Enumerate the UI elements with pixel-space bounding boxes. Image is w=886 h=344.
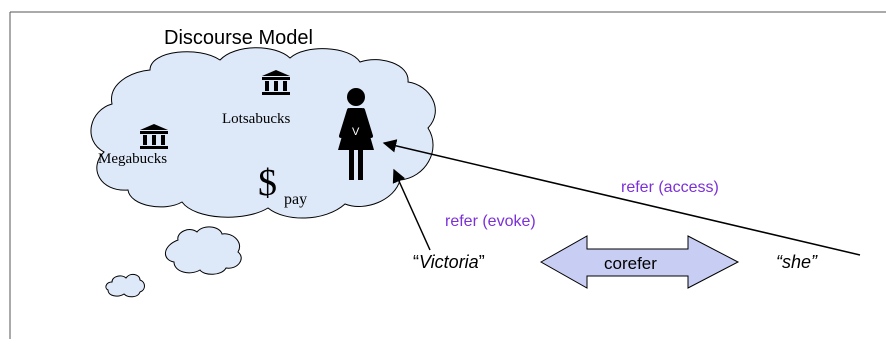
refer-access-arrow — [382, 139, 861, 256]
refer-evoke-arrow — [392, 168, 431, 251]
dollar-subscript: pay — [284, 191, 307, 208]
she-mention: “she” — [776, 252, 818, 272]
lotsabucks-label: Lotsabucks — [222, 111, 290, 127]
person-label: V — [352, 126, 360, 138]
diagram-title: Discourse Model — [164, 27, 313, 49]
refer-evoke-label: refer (evoke) — [445, 213, 536, 230]
dollar-symbol: $ — [258, 162, 277, 204]
corefer-double-arrow — [539, 235, 740, 289]
corefer-label: corefer — [604, 254, 657, 273]
megabucks-label: Megabucks — [98, 151, 167, 167]
refer-access-label: refer (access) — [621, 179, 719, 196]
woman-person-icon — [338, 88, 374, 180]
bank-icon — [140, 124, 168, 149]
thought-bubble-small — [105, 273, 145, 298]
thought-bubble-medium — [165, 226, 242, 275]
victoria-mention: “Victoria” — [413, 252, 485, 272]
bank-icon — [262, 70, 290, 95]
